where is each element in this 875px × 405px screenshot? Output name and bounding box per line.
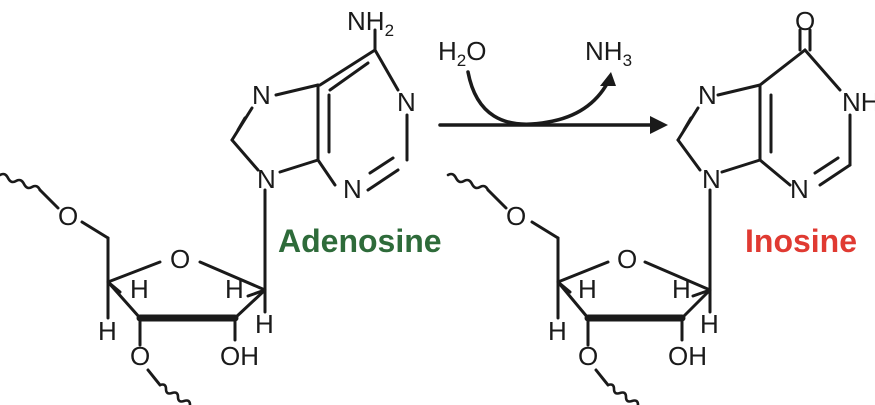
bond: [146, 368, 162, 387]
atom-h: H: [672, 274, 691, 304]
bond: [758, 48, 807, 87]
atom-o3: O: [130, 341, 150, 371]
bond: [246, 288, 267, 298]
bond: [643, 260, 712, 292]
bond: [198, 260, 267, 292]
atom-n3: N: [790, 174, 809, 204]
bond: [676, 138, 702, 172]
bond: [38, 188, 60, 210]
bond: [318, 48, 377, 87]
adenosine-molecule: NH2 N N N N O O H H H H O OH Adenosine: [0, 6, 442, 405]
atom-h: H: [255, 309, 274, 339]
atom-h: H: [700, 309, 719, 339]
bond: [556, 280, 572, 294]
bond: [373, 48, 400, 92]
bond: [274, 83, 320, 97]
bond-double: [368, 156, 395, 175]
reaction-arrow: H2O NH3: [438, 36, 668, 134]
arrow-head: [650, 116, 668, 134]
atom-n9: N: [257, 164, 276, 194]
atom-n7: N: [698, 80, 717, 110]
bond: [803, 48, 842, 92]
atom-o-carbonyl: O: [795, 6, 815, 36]
atom-n3: N: [343, 174, 362, 204]
atom-oh: OH: [220, 341, 259, 371]
bond: [316, 158, 337, 187]
atom-o-ring: O: [617, 244, 637, 274]
bond-double: [682, 116, 693, 132]
bond-wedge: [680, 288, 712, 320]
atom-n7: N: [252, 80, 271, 110]
bond: [758, 158, 792, 187]
wavy-bond: [158, 383, 192, 405]
atom-o3: O: [578, 341, 598, 371]
bond: [106, 280, 122, 294]
wavy-bond: [0, 172, 42, 192]
bond: [720, 158, 762, 174]
atom-h: H: [225, 274, 244, 304]
atom-nh: NH: [842, 87, 875, 117]
bond: [366, 168, 400, 192]
bond: [80, 220, 110, 240]
bond: [691, 288, 712, 298]
curved-arrow-head: [600, 72, 616, 86]
bond: [556, 260, 610, 284]
atom-o5: O: [506, 201, 526, 231]
reagent-nh3: NH3: [585, 36, 632, 70]
atom-o-ring: O: [170, 244, 190, 274]
bond: [716, 83, 762, 97]
bond: [230, 138, 260, 172]
bond-double: [813, 156, 840, 175]
wavy-bond: [446, 172, 490, 192]
atom-h: H: [578, 274, 597, 304]
bond: [106, 260, 162, 284]
bond-double: [328, 61, 370, 92]
bond-wedge: [233, 288, 267, 320]
atom-oh: OH: [668, 341, 707, 371]
atom-h: H: [130, 274, 149, 304]
atom-h: H: [98, 316, 117, 346]
atom-nh2: NH2: [347, 6, 394, 40]
curved-arrow: [466, 70, 610, 126]
adenosine-label: Adenosine: [278, 223, 442, 259]
bond-double: [236, 116, 247, 132]
bond: [530, 220, 560, 240]
atom-n1: N: [397, 87, 416, 117]
bond: [594, 368, 610, 387]
bond: [278, 158, 320, 174]
reagent-h2o: H2O: [438, 36, 486, 70]
atom-h: H: [548, 316, 567, 346]
wavy-bond: [606, 383, 640, 405]
bond: [818, 163, 852, 187]
atom-o5: O: [58, 201, 78, 231]
bond: [486, 188, 508, 210]
inosine-molecule: O NH N N N O O H H H H O OH Inosine: [446, 6, 875, 405]
inosine-label: Inosine: [745, 223, 857, 259]
atom-n9: N: [702, 164, 721, 194]
